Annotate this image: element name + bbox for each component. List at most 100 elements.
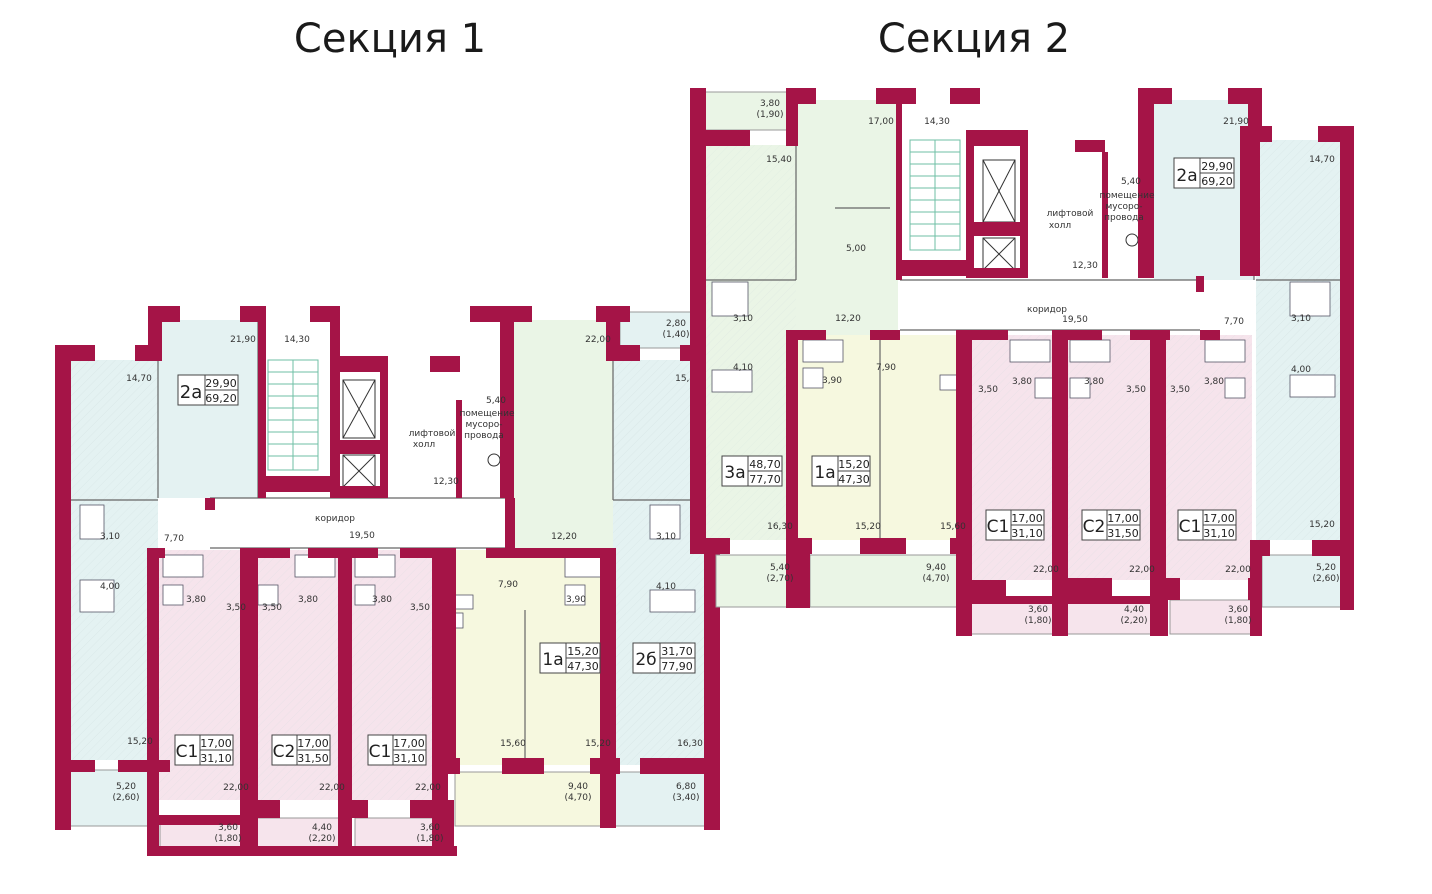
balcony [61, 769, 153, 827]
lift-hall-label: лифтовой [409, 429, 456, 439]
room-area: 3,10 [656, 532, 676, 542]
apartment-badge: С1 17,00 31,10 [1177, 509, 1237, 541]
apartment-total-area: 31,10 [1203, 527, 1235, 540]
apartment-living-area: 15,20 [567, 645, 599, 658]
room-area: 19,50 [1062, 315, 1088, 325]
balcony [1261, 554, 1343, 608]
apartment-total-area: 31,50 [1107, 527, 1139, 540]
apartment-badge: С1 17,00 31,10 [985, 509, 1045, 541]
balcony-area: (4,70) [564, 793, 591, 803]
room-area: 5,40 [486, 396, 506, 406]
apt-3a-upper-fill [796, 100, 898, 280]
apartment-type: 3а [724, 463, 745, 483]
east-zone-fill [513, 500, 613, 550]
apartment-total-area: 31,10 [393, 752, 425, 765]
balcony-area: 3,60 [218, 823, 238, 833]
room-area: 4,10 [656, 582, 676, 592]
room-area: 15,20 [585, 739, 611, 749]
section-1-plan: коридор 19,50 лифтовой холл 12,30 14,30 … [55, 306, 720, 856]
apartment-living-area: 17,00 [1203, 512, 1235, 525]
lift-hall-label: холл [1049, 221, 1071, 231]
balcony [1061, 599, 1159, 635]
trash-room-label: помещение [459, 409, 514, 419]
corridor-fill [210, 498, 510, 548]
apartment-total-area: 77,70 [749, 473, 781, 486]
balcony-area: (1,80) [214, 834, 241, 844]
staircase [909, 139, 961, 251]
room-area: 12,30 [1072, 261, 1098, 271]
balcony-area: (3,40) [672, 793, 699, 803]
room-area: 14,70 [1309, 155, 1335, 165]
apartment-living-area: 17,00 [297, 737, 329, 750]
room-area: 7,90 [876, 363, 896, 373]
room-area: 3,50 [1126, 385, 1146, 395]
room-area: 22,00 [1033, 565, 1059, 575]
corridor-fill [900, 280, 1200, 330]
hatch-overlay [70, 360, 158, 760]
trash-room-label: помещение [1099, 191, 1154, 201]
room-area: 12,20 [551, 532, 577, 542]
balcony-area: 9,40 [568, 782, 588, 792]
apartment-type: С1 [176, 742, 199, 762]
apartment-badge: 2а 29,90 69,20 [1173, 157, 1235, 189]
room-area: 3,90 [566, 595, 586, 605]
lift-hall-label: холл [413, 440, 435, 450]
apartment-type: 1а [542, 650, 563, 670]
apt-1a-fill [798, 335, 964, 540]
apartment-type: С1 [369, 742, 392, 762]
room-area: 4,10 [733, 363, 753, 373]
room-area: 22,00 [223, 783, 249, 793]
balcony [809, 554, 961, 608]
room-area: 22,00 [319, 783, 345, 793]
apartment-living-area: 17,00 [200, 737, 232, 750]
apartment-living-area: 48,70 [749, 458, 781, 471]
room-area: 4,00 [1291, 365, 1311, 375]
room-area: 16,30 [677, 739, 703, 749]
balcony-top [697, 91, 789, 131]
balcony-area: (1,80) [1024, 616, 1051, 626]
balcony-area: (1,80) [1224, 616, 1251, 626]
balcony [454, 771, 604, 827]
apartment-total-area: 69,20 [1201, 175, 1233, 188]
room-area: 5,40 [1121, 177, 1141, 187]
room-area: 22,00 [585, 335, 611, 345]
balcony-area: 4,40 [1124, 605, 1144, 615]
section-1-title: Секция 1 [294, 16, 486, 62]
room-area: 12,30 [433, 477, 459, 487]
room-area: 3,80 [298, 595, 318, 605]
apartment-type: С2 [273, 742, 296, 762]
room-area: 3,10 [733, 314, 753, 324]
balcony-area: (4,70) [922, 574, 949, 584]
balcony-area: 2,80 [666, 319, 686, 329]
trash-chute-icon [1125, 233, 1139, 247]
apartment-living-area: 31,70 [661, 645, 693, 658]
room-area: 3,50 [978, 385, 998, 395]
apartment-badge: 2б 31,70 77,90 [632, 642, 696, 674]
room-area: 7,70 [164, 534, 184, 544]
balcony-area: 5,40 [770, 563, 790, 573]
balcony-area: (2,20) [308, 834, 335, 844]
room-area: 14,30 [284, 335, 310, 345]
room-area: 15,60 [500, 739, 526, 749]
lift-hall-label: лифтовой [1047, 209, 1094, 219]
balcony-area: 3,60 [1028, 605, 1048, 615]
apartment-living-area: 17,00 [1107, 512, 1139, 525]
apartment-type: 2б [635, 650, 656, 670]
room-area: 3,50 [262, 603, 282, 613]
balcony-area: 4,40 [312, 823, 332, 833]
trash-room-label: провода [464, 431, 504, 441]
room-area: 3,50 [226, 603, 246, 613]
trash-chute-icon [487, 453, 501, 467]
room-area: 3,80 [372, 595, 392, 605]
lift-hall-fill [1025, 150, 1105, 278]
apartment-type: 1а [814, 463, 835, 483]
apartment-living-area: 15,20 [838, 458, 870, 471]
apt-2a-room-fill [158, 320, 258, 498]
apt-2b-top-fill [513, 320, 613, 500]
section-2-plan: коридор 19,50 лифтовой холл 12,30 14,30 … [690, 88, 1354, 636]
room-area: 7,70 [1224, 317, 1244, 327]
room-area: 22,00 [1129, 565, 1155, 575]
room-area: 3,10 [1291, 314, 1311, 324]
balcony-area: 3,60 [1228, 605, 1248, 615]
balcony-area: 3,80 [760, 99, 780, 109]
